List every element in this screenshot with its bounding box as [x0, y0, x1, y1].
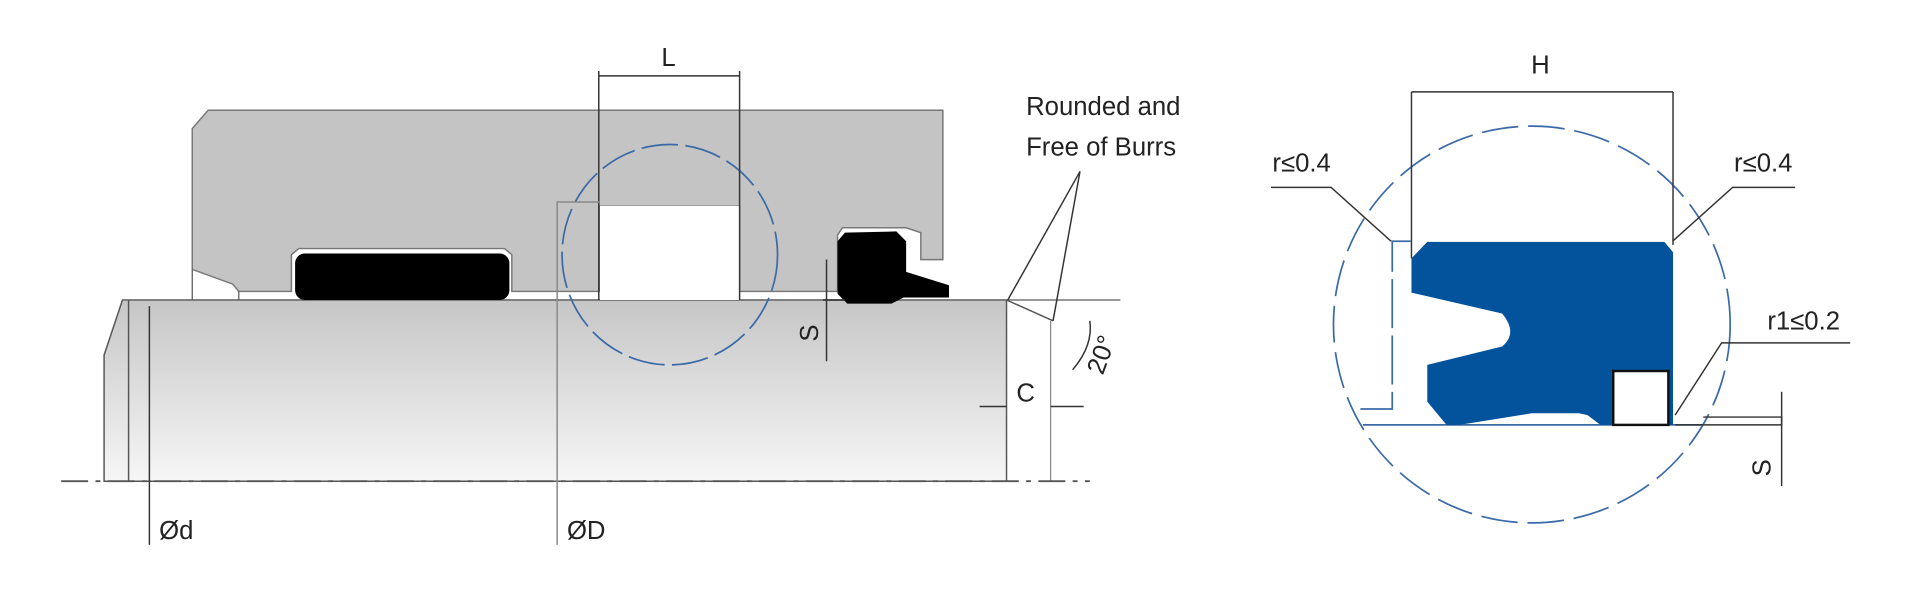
- u-cup-seal-profile: [1411, 241, 1674, 425]
- radius-left-leader: [1271, 186, 1392, 242]
- backup-ring: [1612, 369, 1670, 427]
- seal-groove: [600, 205, 740, 300]
- rod-step: [1675, 416, 1783, 426]
- dim-S-label: S: [796, 324, 824, 341]
- dim-D-label: ØD: [567, 517, 606, 545]
- detail-view: S H r≤0.4 r≤0.4 r1≤0.2: [1271, 51, 1851, 524]
- radius-right-leader: [1672, 186, 1796, 242]
- radius-r1-label: r1≤0.2: [1767, 307, 1840, 335]
- note-line-1: Rounded and: [1026, 93, 1180, 121]
- note-leader-1: [1007, 171, 1081, 301]
- groove-outline: [1355, 240, 1411, 410]
- detail-circle: [561, 143, 779, 366]
- guide-ring: [295, 253, 510, 300]
- dim-C-label: C: [1016, 380, 1035, 408]
- rod: [103, 299, 1008, 482]
- radius-left-label: r≤0.4: [1272, 149, 1330, 177]
- radius-r1-leader: [1674, 342, 1851, 416]
- dim-H-label: H: [1531, 51, 1550, 79]
- wiper-seal: [837, 231, 949, 304]
- dim-d-label: Ød: [159, 517, 193, 545]
- installation-view: L ØD Ød S C 20° Rounded and Free of Burr…: [61, 44, 1180, 545]
- note-line-2: Free of Burrs: [1026, 134, 1176, 162]
- dim-L-label: L: [661, 44, 675, 72]
- angle-label: 20°: [1082, 332, 1122, 378]
- rod-lead-in-chamfer: [1006, 299, 1054, 322]
- note-leader-2: [1052, 171, 1081, 321]
- angle-arc: [1072, 320, 1092, 371]
- dim-D-line: [556, 201, 600, 545]
- detail-view-circle: [1332, 125, 1732, 524]
- dim-S-detail-label: S: [1749, 459, 1777, 476]
- radius-right-label: r≤0.4: [1734, 149, 1792, 177]
